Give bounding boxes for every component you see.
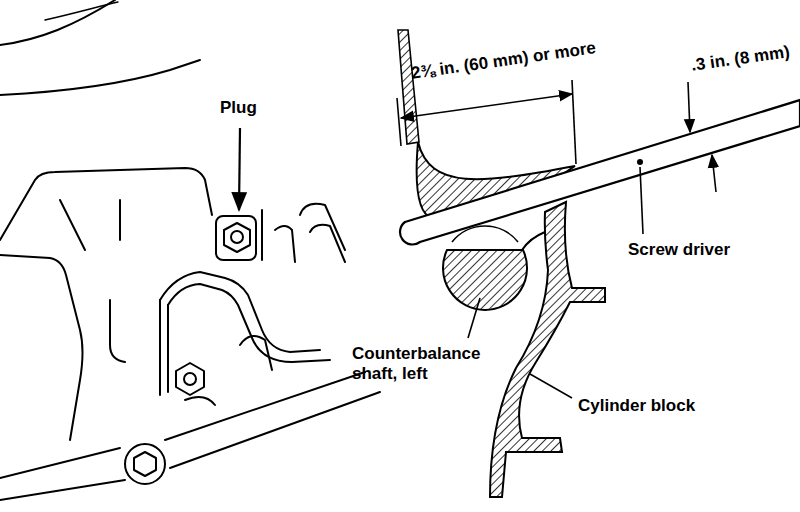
leader-lines — [468, 167, 643, 398]
cylinder-block-section — [490, 202, 605, 497]
dimension-label: 2⅜ in. (60 mm) or more — [410, 38, 597, 84]
dimension-lines — [397, 80, 716, 192]
counterbalance-shaft — [452, 226, 518, 242]
part-label: Screw driver — [628, 240, 730, 260]
block-wall-section — [398, 30, 419, 144]
screwdriver-dot — [637, 159, 643, 165]
screwdriver-shaft — [400, 100, 800, 244]
plug-arrow — [239, 128, 240, 210]
part-label: Cylinder block — [578, 396, 695, 416]
dimension-label: .3 in. (8 mm) — [690, 42, 791, 76]
counterbalance-shaft — [443, 250, 527, 310]
engine-block-sketch — [0, 0, 380, 500]
part-label: Plug — [220, 98, 257, 118]
part-label: Counterbalance shaft, left — [352, 344, 502, 385]
cylinder-block-section — [522, 232, 545, 250]
